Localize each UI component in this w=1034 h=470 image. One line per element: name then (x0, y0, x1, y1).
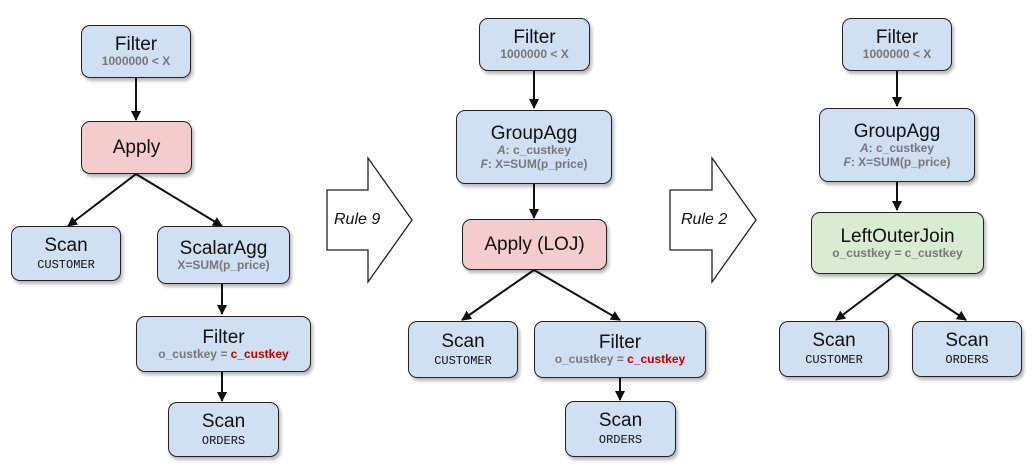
node-grouping: A: c_custkey (859, 141, 935, 156)
d1-filter2-node: Filter o_custkey = c_custkey (136, 316, 311, 372)
aggregate-label: F (843, 154, 851, 169)
node-title: Filter (598, 332, 642, 354)
d1-filter-node: Filter 1000000 < X (81, 25, 191, 78)
node-title: Filter (875, 27, 919, 49)
edge-apply-scan (461, 269, 535, 321)
rule-2-arrow-shape (669, 155, 757, 285)
aggregate-value: : X=SUM(p_price) (850, 154, 951, 169)
node-title: Scan (945, 330, 989, 352)
d2-filter-node: Filter 1000000 < X (479, 18, 590, 71)
d3-scan-orders-node: Scan ORDERS (912, 321, 1022, 377)
node-aggregate: X=SUM(p_price) (177, 257, 270, 272)
predicate-prefix: o_custkey = (554, 352, 628, 367)
edge-loj-scan-orders (896, 273, 967, 321)
node-aggregate: F: X=SUM(p_price) (480, 156, 588, 171)
predicate-prefix: o_custkey = (158, 346, 231, 361)
grouping-key-label: A (496, 143, 506, 158)
d3-scan-customer-node: Scan CUSTOMER (779, 321, 889, 377)
node-title: Filter (513, 27, 556, 49)
node-title: Scan (441, 330, 485, 352)
rule-2-label: Rule 2 (681, 211, 728, 228)
node-table: CUSTOMER (37, 257, 95, 272)
edge-apply-filter (533, 269, 621, 321)
d1-scan-orders-node: Scan ORDERS (168, 402, 279, 457)
node-title: Filter (202, 326, 245, 348)
node-predicate: 1000000 < X (500, 47, 569, 62)
d1-scan-customer-node: Scan CUSTOMER (11, 226, 121, 281)
node-title: Scan (44, 234, 88, 256)
node-title: ScalarAgg (179, 237, 268, 259)
node-title: Scan (598, 410, 643, 432)
d1-apply-node: Apply (81, 121, 192, 174)
d2-scan-customer-node: Scan CUSTOMER (408, 321, 518, 378)
d2-apply-loj-node: Apply (LOJ) (462, 219, 607, 270)
d2-filter2-node: Filter o_custkey = c_custkey (534, 321, 706, 378)
d3-filter-node: Filter 1000000 < X (842, 18, 952, 71)
node-predicate: o_custkey = c_custkey (158, 346, 289, 361)
node-table: CUSTOMER (805, 353, 863, 368)
node-grouping: A: c_custkey (496, 143, 572, 158)
node-title: GroupAgg (490, 122, 578, 144)
node-predicate: o_custkey = c_custkey (555, 353, 685, 366)
d3-groupagg-node: GroupAgg A: c_custkey F: X=SUM(p_price) (819, 108, 975, 182)
node-table: CUSTOMER (434, 353, 492, 368)
node-title: Apply (112, 136, 161, 158)
edge-apply-scan (67, 173, 137, 227)
node-title: LeftOuterJoin (840, 225, 955, 247)
node-join-condition: o_custkey = c_custkey (832, 245, 963, 260)
edge-apply-scalaragg (135, 173, 223, 227)
node-title: Scan (201, 410, 246, 432)
node-title: Scan (812, 330, 856, 352)
d3-leftouterjoin-node: LeftOuterJoin o_custkey = c_custkey (811, 212, 984, 274)
edge-loj-scan-customer (835, 273, 898, 321)
predicate-highlight: c_custkey (230, 346, 289, 361)
grouping-key-value: : c_custkey (505, 143, 572, 158)
grouping-key-label: A (859, 141, 869, 156)
rule-9-label: Rule 9 (334, 211, 381, 228)
node-title: Filter (114, 34, 158, 56)
d1-scalaragg-node: ScalarAgg X=SUM(p_price) (157, 226, 290, 284)
aggregate-label: F (480, 156, 488, 171)
node-title: Apply (LOJ) (484, 233, 585, 255)
node-table: ORDERS (945, 353, 989, 368)
node-table: ORDERS (201, 433, 246, 448)
node-aggregate: F: X=SUM(p_price) (843, 154, 951, 169)
aggregate-value: : X=SUM(p_price) (487, 156, 588, 171)
node-predicate: 1000000 < X (101, 54, 171, 69)
node-table: ORDERS (598, 433, 643, 448)
d2-groupagg-node: GroupAgg A: c_custkey F: X=SUM(p_price) (456, 110, 612, 184)
d2-scan-orders-node: Scan ORDERS (565, 401, 676, 457)
grouping-key-value: : c_custkey (868, 141, 935, 156)
rule-9-arrow-shape (326, 155, 413, 285)
node-title: GroupAgg (853, 120, 941, 142)
predicate-highlight: c_custkey (627, 352, 686, 367)
node-predicate: 1000000 < X (862, 47, 932, 62)
